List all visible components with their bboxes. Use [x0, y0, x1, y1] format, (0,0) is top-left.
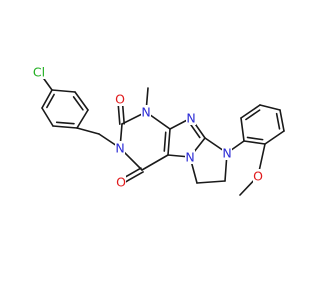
nitrogen-n1-label: N	[115, 141, 124, 156]
bond-a1-a2	[243, 140, 266, 145]
bond-a6-a1	[240, 117, 245, 142]
bond-a1-a2-inner	[246, 136, 264, 141]
bond-a5-a6	[240, 104, 261, 119]
nitrogen-imine-label: N	[186, 111, 195, 126]
bond-r2-r3-inner	[72, 96, 84, 111]
bond-r1-r2	[51, 89, 76, 93]
methoxy-oxygen-label: O	[253, 169, 263, 184]
bond-r6-r1-inner	[46, 93, 55, 109]
chlorine-atom-label: Cl	[33, 65, 45, 80]
bond-r4-r5-inner	[55, 121, 75, 125]
nitrogen-n6-bg	[185, 150, 195, 164]
nitrogen-n8-label: N	[222, 146, 231, 161]
bond-a3-a4	[279, 109, 285, 132]
bond-a2-a3	[264, 130, 285, 145]
bond-ch2a-ch2b	[196, 180, 226, 184]
nitrogen-n3-label: N	[141, 105, 150, 120]
methoxy-oxygen-bg	[253, 169, 263, 183]
bond-c4-c5-inner	[163, 131, 167, 152]
nitrogen-n3-bg	[141, 105, 151, 119]
chlorine-atom-bg	[31, 65, 47, 79]
bond-a3-a4-inner	[275, 112, 281, 130]
bond-c4-c5	[167, 128, 171, 156]
bond-r2-r3	[74, 91, 89, 111]
bond-a5-a6-inner	[245, 109, 261, 121]
bond-r3-r4	[76, 109, 89, 129]
bond-a4-a5	[259, 104, 281, 111]
bond-c5-c6	[141, 154, 169, 171]
nitrogen-n6-label: N	[185, 150, 194, 165]
bond-r5-r6	[41, 107, 54, 127]
bond-r4-r5	[52, 125, 78, 129]
carbonyl-oxygen-upper-label: O	[115, 92, 125, 107]
nitrogen-n8-bg	[222, 146, 232, 160]
carbonyl-oxygen-lower-bg	[116, 175, 126, 189]
carbonyl-oxygen-lower-label: O	[116, 175, 126, 190]
nitrogen-n1-bg	[115, 141, 125, 155]
molecule-diagram: ClO O N N N N N O	[31, 65, 285, 196]
bond-n_imine-c8-inner	[188, 122, 201, 139]
bond-r4-ch2	[76, 127, 100, 135]
carbonyl-oxygen-upper-bg	[115, 92, 125, 106]
nitrogen-imine-bg	[186, 111, 196, 125]
bond-r6-r1	[41, 89, 53, 109]
